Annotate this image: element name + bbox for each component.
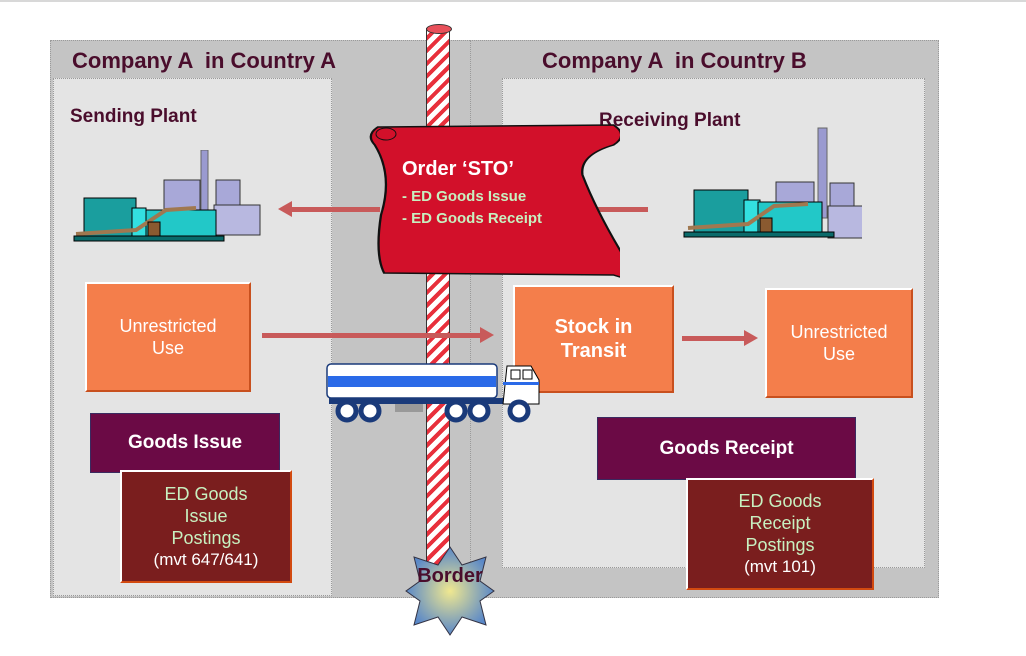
goods-receipt-label: Goods Receipt <box>659 437 794 459</box>
goods-issue-box: Goods Issue <box>90 413 280 473</box>
sending-unrestricted-line-2: Use <box>151 338 184 358</box>
sending-plant-title: Sending Plant <box>70 106 197 127</box>
receiving-plant-title: Receiving Plant <box>599 110 741 131</box>
border-pole-cap <box>426 24 452 34</box>
sending-factory-icon <box>73 150 261 242</box>
top-divider <box>0 0 1026 2</box>
scroll-title: Order ‘STO’ <box>402 158 514 180</box>
receiving-factory-icon <box>683 127 862 239</box>
issue-postings-line-2: Issue <box>184 505 228 526</box>
border-label: Border <box>417 565 483 587</box>
order-from-receiving-arrow <box>590 207 648 212</box>
border-pole <box>426 28 450 588</box>
receipt-postings-mvt: (mvt 101) <box>744 557 816 576</box>
country-a-title: Company A in Country A <box>72 48 336 73</box>
receipt-postings-line-1: ED Goods <box>738 491 822 511</box>
ed-goods-receipt-postings-box: ED Goods Receipt Postings (mvt 101) <box>686 478 874 590</box>
scroll-line-goods-receipt: - ED Goods Receipt <box>402 210 542 227</box>
country-b-title: Company A in Country B <box>542 48 807 73</box>
sending-unrestricted-use-box: Unrestricted Use <box>85 282 251 392</box>
transit-line-2: Transit <box>560 340 627 362</box>
scroll-line-goods-issue: - ED Goods Issue <box>402 188 526 205</box>
tanker-truck-icon <box>326 363 540 423</box>
order-sto-scroll: Order ‘STO’ - ED Goods Issue - ED Goods … <box>369 124 620 278</box>
issue-postings-line-1: ED Goods <box>164 483 248 504</box>
border-star-icon <box>405 546 495 636</box>
receiving-unrestricted-use-box: Unrestricted Use <box>765 288 913 398</box>
receiving-unrestricted-line-2: Use <box>822 344 855 364</box>
issue-postings-line-3: Postings <box>171 527 241 548</box>
stock-in-transit-box: Stock in Transit <box>513 285 674 393</box>
order-to-sending-arrow <box>278 201 380 217</box>
transit-line-1: Stock in <box>554 316 633 338</box>
ed-goods-issue-postings-box: ED Goods Issue Postings (mvt 647/641) <box>120 470 292 583</box>
receipt-postings-line-2: Receipt <box>749 513 811 533</box>
receipt-postings-line-3: Postings <box>745 535 815 555</box>
receiving-unrestricted-line-1: Unrestricted <box>790 322 888 342</box>
sending-unrestricted-line-1: Unrestricted <box>119 316 217 336</box>
goods-issue-label: Goods Issue <box>127 432 243 453</box>
goods-receipt-box: Goods Receipt <box>597 417 856 480</box>
transit-to-unrestricted-arrow <box>682 330 758 346</box>
issue-to-transit-arrow <box>262 327 494 343</box>
issue-postings-mvt: (mvt 647/641) <box>153 549 259 569</box>
